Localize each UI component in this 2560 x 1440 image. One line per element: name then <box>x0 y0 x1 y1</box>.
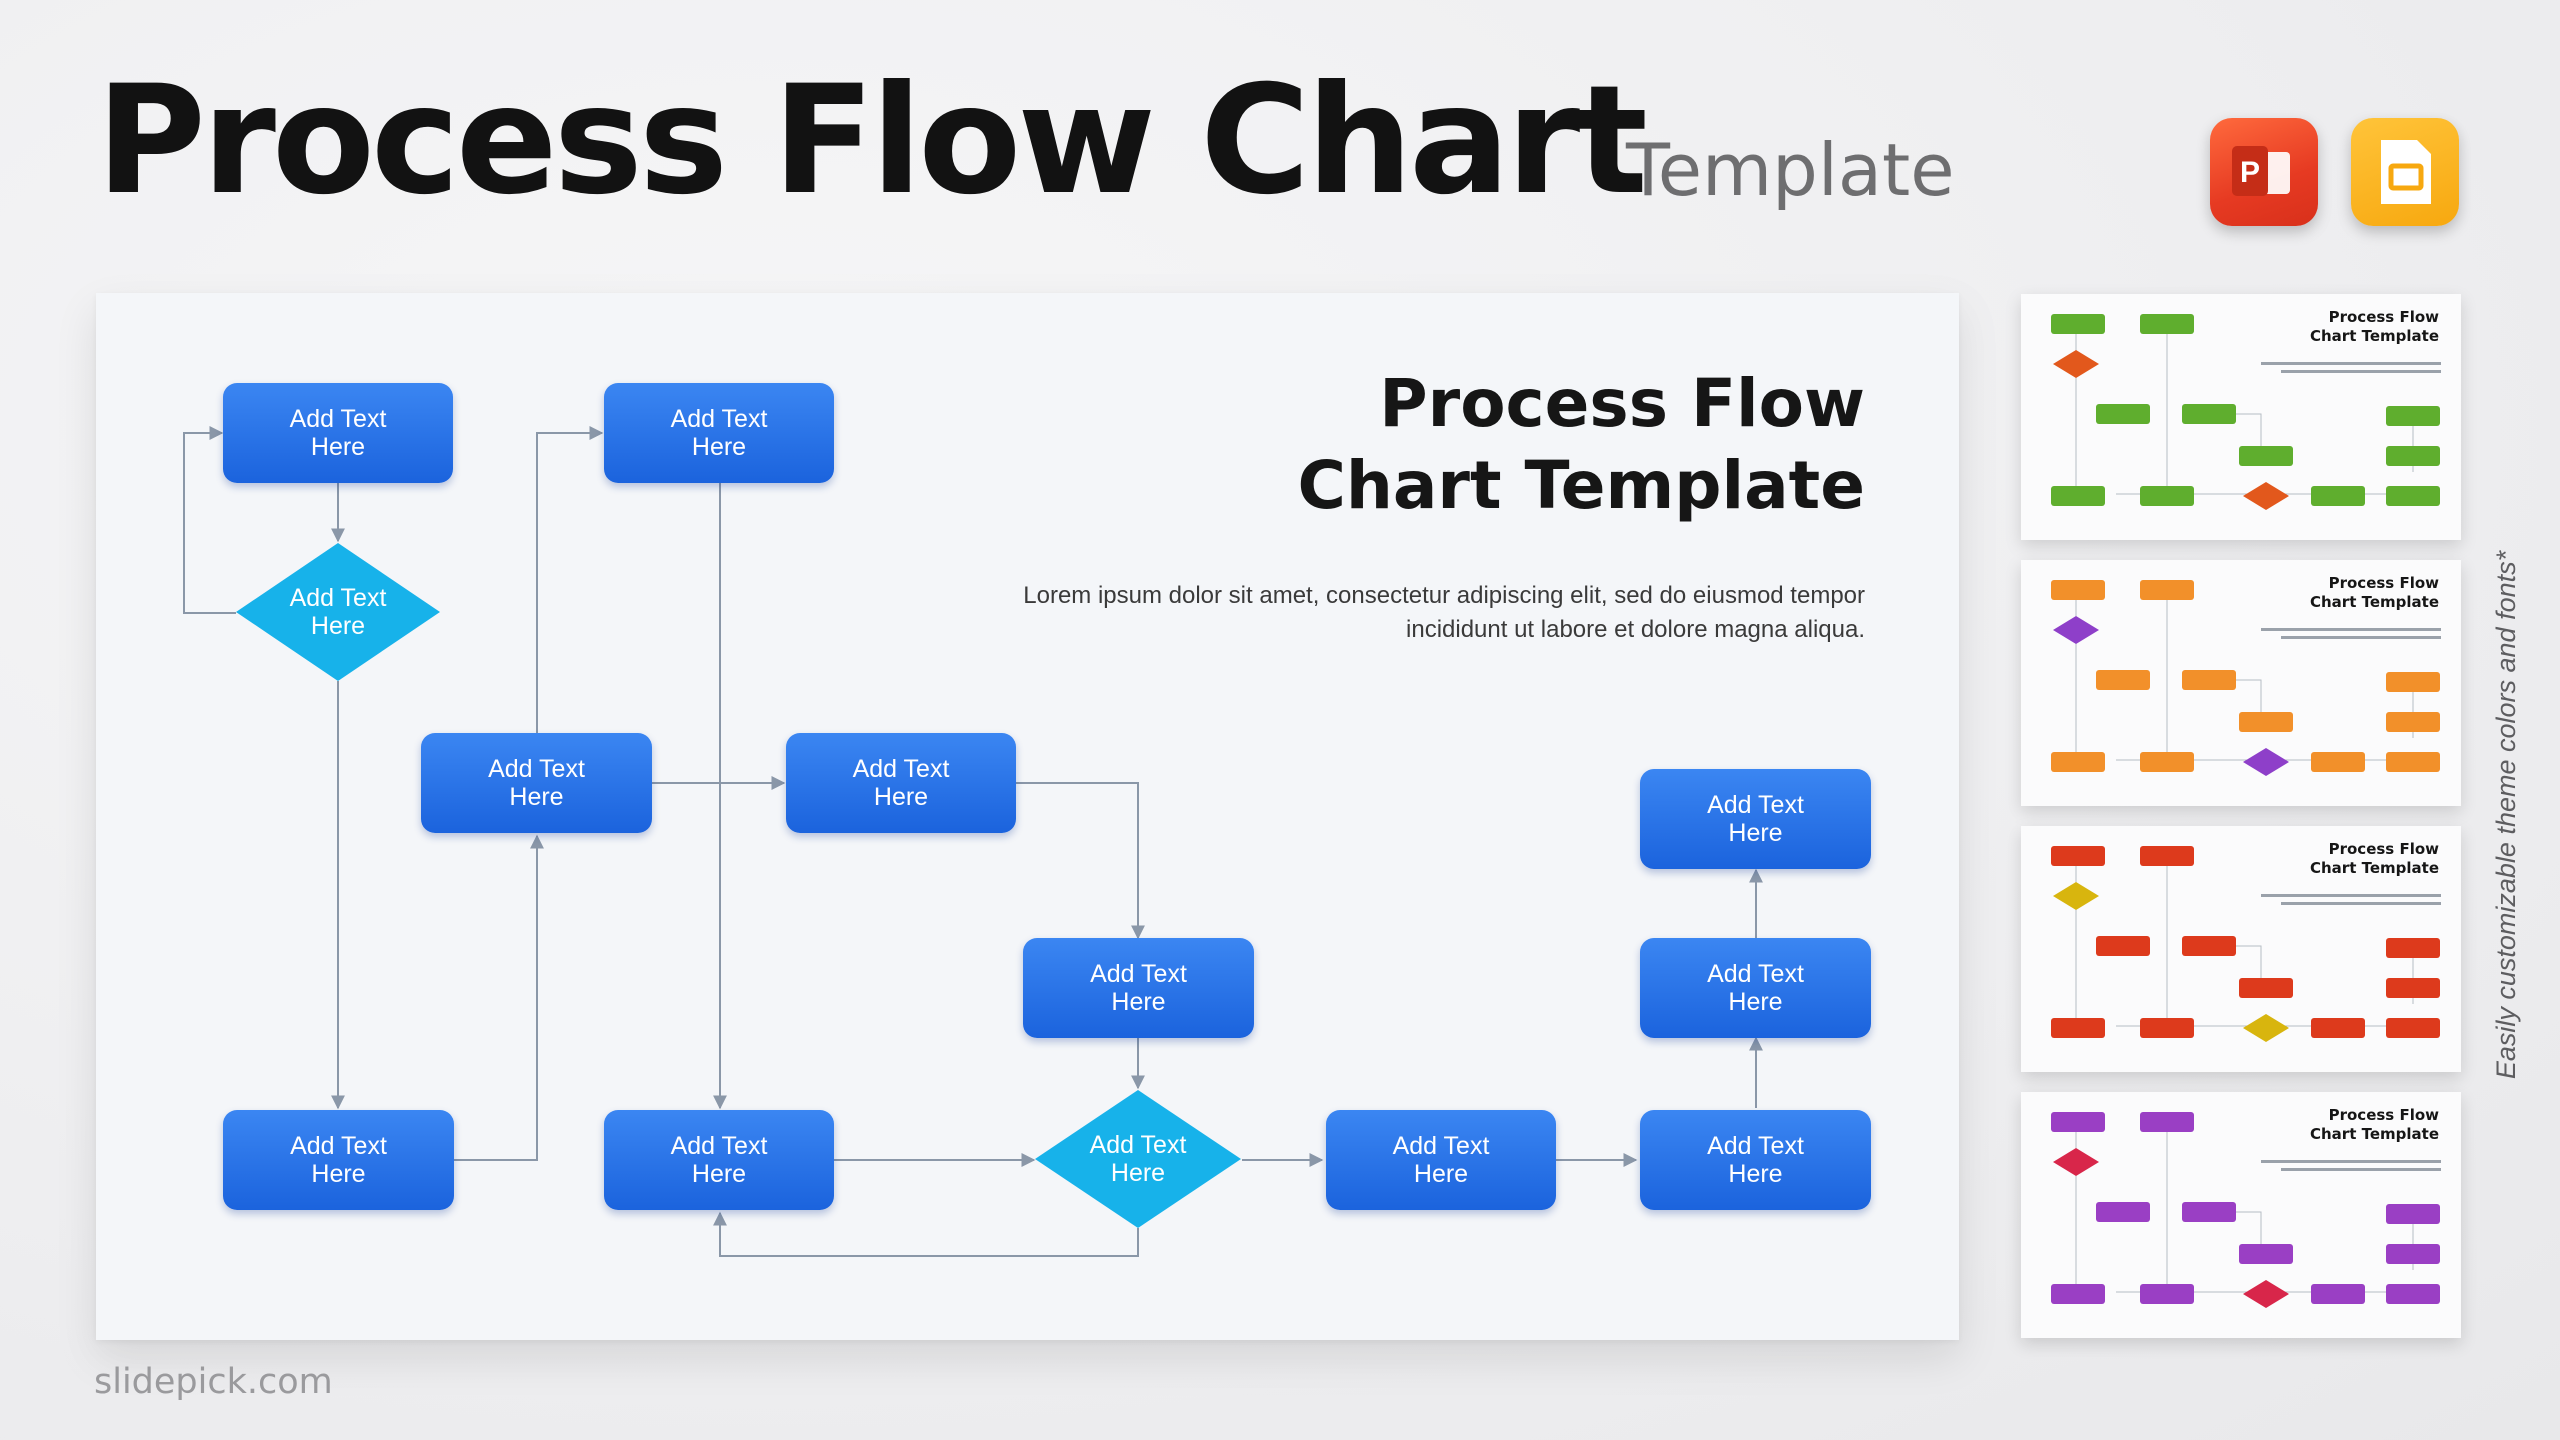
process-box[interactable]: Add Text Here <box>604 383 834 483</box>
process-box[interactable]: Add Text Here <box>786 733 1016 833</box>
thumbnail-slide-green[interactable]: Process Flow Chart Template <box>2021 294 2461 540</box>
thumbnail-slide-orange[interactable]: Process Flow Chart Template <box>2021 560 2461 806</box>
thumbnail-diagram <box>2051 314 2441 510</box>
connector-lines <box>183 426 1763 1257</box>
thumbnail-diagram <box>2051 580 2441 776</box>
thumbnail-diagram <box>2051 1112 2441 1308</box>
diamond-shape <box>236 543 440 681</box>
thumbnail-slide-purple[interactable]: Process Flow Chart Template <box>2021 1092 2461 1338</box>
svg-text:P: P <box>2240 156 2260 189</box>
process-box[interactable]: Add Text Here <box>223 1110 454 1210</box>
main-slide: Process Flow Chart Template Lorem ipsum … <box>96 293 1959 1340</box>
thumbnail-diagram <box>2051 846 2441 1042</box>
decision-label: Add Text Here <box>289 584 387 640</box>
thumbnail-title: Process Flow Chart Template <box>2310 574 2439 611</box>
thumbnail-slide-red[interactable]: Process Flow Chart Template <box>2021 826 2461 1072</box>
slide-title: Process Flow Chart Template <box>1297 365 1865 524</box>
diamond-shape <box>1035 1090 1241 1228</box>
thumbnail-title: Process Flow Chart Template <box>2310 840 2439 877</box>
process-box[interactable]: Add Text Here <box>421 733 652 833</box>
process-box[interactable]: Add Text Here <box>1326 1110 1556 1210</box>
process-box[interactable]: Add Text Here <box>223 383 453 483</box>
google-slides-icon[interactable] <box>2351 118 2459 226</box>
slide-body-text: Lorem ipsum dolor sit amet, consectetur … <box>1023 582 1865 643</box>
thumbnail-title: Process Flow Chart Template <box>2310 308 2439 345</box>
footer-brand: slidepick.com <box>94 1362 333 1402</box>
process-box[interactable]: Add Text Here <box>1640 938 1871 1038</box>
process-box[interactable]: Add Text Here <box>604 1110 834 1210</box>
decision-diamond[interactable]: Add Text Here <box>1035 1090 1241 1228</box>
process-box[interactable]: Add Text Here <box>1640 769 1871 869</box>
thumbnail-title: Process Flow Chart Template <box>2310 1106 2439 1143</box>
powerpoint-icon[interactable]: P <box>2210 118 2318 226</box>
process-box[interactable]: Add Text Here <box>1023 938 1254 1038</box>
side-note: Easily customizable theme colors and fon… <box>2491 550 2521 1080</box>
decision-label: Add Text Here <box>1089 1131 1187 1187</box>
page-subtitle: Template <box>1626 128 1955 212</box>
process-box[interactable]: Add Text Here <box>1640 1110 1871 1210</box>
decision-diamond[interactable]: Add Text Here <box>236 543 440 681</box>
page-title: Process Flow Chart <box>96 54 1648 228</box>
